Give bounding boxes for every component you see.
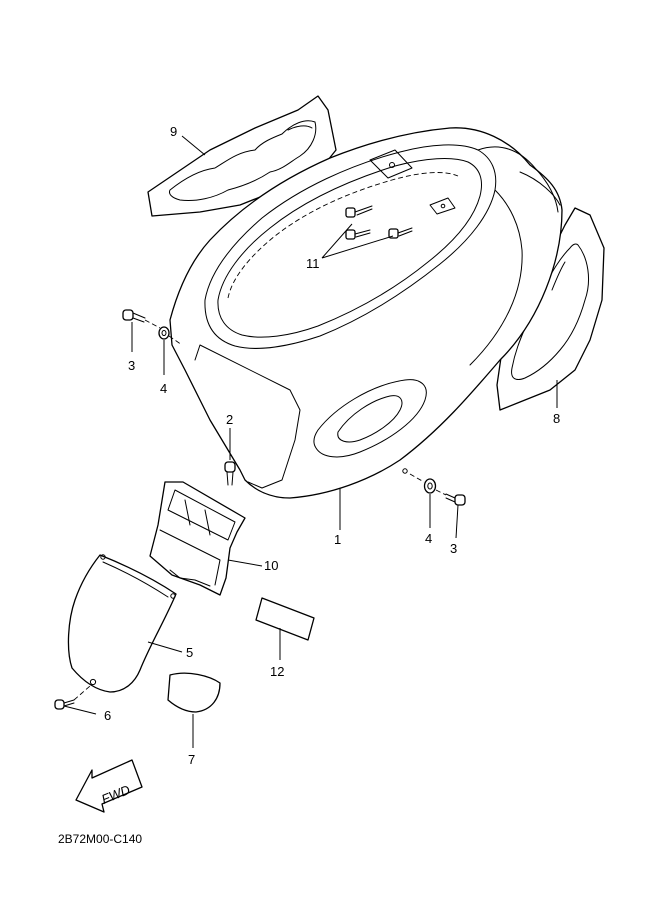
leader-9 [181, 135, 206, 156]
part-3-screw-right[interactable] [445, 493, 466, 506]
callout-6[interactable]: 6 [104, 708, 111, 723]
callout-1[interactable]: 1 [334, 532, 341, 547]
part-9-decal[interactable] [147, 95, 337, 217]
part-5-lower-panel[interactable] [67, 554, 183, 693]
callout-8[interactable]: 8 [553, 411, 560, 426]
part-4-washer-left[interactable] [158, 326, 170, 340]
callout-10[interactable]: 10 [264, 558, 278, 573]
part-7-label[interactable] [167, 672, 221, 748]
leader-3b [455, 504, 459, 539]
part-6-screw[interactable] [54, 685, 97, 715]
part-12-label[interactable] [255, 597, 315, 660]
callout-4a[interactable]: 4 [160, 381, 167, 396]
callout-3a[interactable]: 3 [128, 358, 135, 373]
callout-4b[interactable]: 4 [425, 531, 432, 546]
fastener-guide-left [144, 319, 183, 346]
part-3-screw-left[interactable] [122, 309, 146, 323]
callout-12[interactable]: 12 [270, 664, 284, 679]
part-11-screws[interactable] [321, 205, 413, 259]
fwd-arrow-icon: FWD [75, 759, 143, 813]
callout-7[interactable]: 7 [188, 752, 195, 767]
part-1-body-cover[interactable] [169, 127, 563, 499]
callout-2[interactable]: 2 [226, 412, 233, 427]
fastener-guide-right [409, 473, 447, 496]
callout-9[interactable]: 9 [170, 124, 177, 139]
callout-3b[interactable]: 3 [450, 541, 457, 556]
part-10-inner-guard[interactable] [149, 481, 263, 596]
callout-5[interactable]: 5 [186, 645, 193, 660]
diagram-code: 2B72M00-C140 [58, 832, 142, 846]
part-4-washer-right[interactable] [423, 478, 437, 494]
part-2-screw[interactable] [224, 428, 236, 486]
callout-11[interactable]: 11 [306, 256, 320, 271]
